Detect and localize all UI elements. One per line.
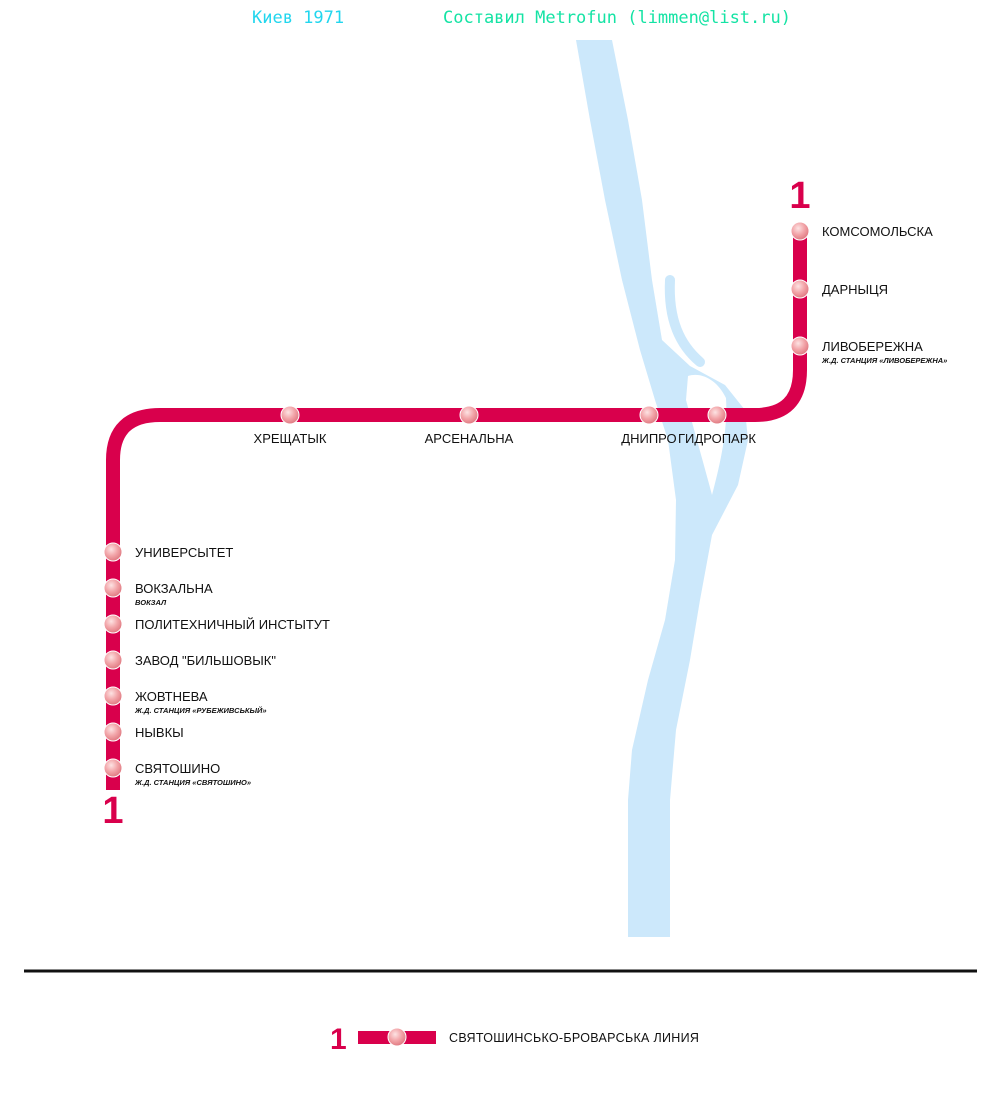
metro-line-1 [106, 225, 807, 790]
station-8[interactable]: УНИВЕРСЫТЕТ [103, 542, 233, 562]
station-1[interactable]: КОМСОМОЛЬСКА [790, 221, 933, 241]
legend-label: СВЯТОШИНСЬКО-БРОВАРСЬКА ЛИНИЯ [449, 1031, 699, 1045]
station-7[interactable]: ХРЕЩАТЫК [254, 405, 327, 446]
station-marker-icon[interactable] [103, 650, 123, 670]
station-marker-icon[interactable] [790, 279, 810, 299]
station-note: Ж.Д. СТАНЦИЯ «СВЯТОШИНО» [134, 778, 251, 787]
station-marker-icon[interactable] [280, 405, 300, 425]
station-marker-icon[interactable] [707, 405, 727, 425]
station-label: ЛИВОБЕРЕЖНА [822, 339, 923, 354]
station-label: УНИВЕРСЫТЕТ [135, 545, 233, 560]
station-label: ЗАВОД "БИЛЬШОВЫК" [135, 653, 276, 668]
station-marker-icon[interactable] [790, 221, 810, 241]
station-label: ЖОВТНЕВА [135, 689, 208, 704]
station-marker-icon[interactable] [639, 405, 659, 425]
station-label: НЫВКЫ [135, 725, 184, 740]
station-label: ВОКЗАЛЬНА [135, 581, 213, 596]
station-marker-icon[interactable] [103, 686, 123, 706]
map-credit: Составил Metrofun (limmen@list.ru) [443, 8, 791, 28]
station-note: ВОКЗАЛ [135, 598, 167, 607]
station-label: ХРЕЩАТЫК [254, 431, 327, 446]
station-4[interactable]: ГИДРОПАРК [678, 405, 756, 446]
station-12[interactable]: ЖОВТНЕВА Ж.Д. СТАНЦИЯ «РУБЕЖИВСЬКЫЙ» [103, 686, 267, 715]
station-5[interactable]: ДНИПРО [621, 405, 677, 446]
legend-line-number: 1 [330, 1023, 347, 1056]
station-label: АРСЕНАЛЬНА [425, 431, 514, 446]
station-14[interactable]: СВЯТОШИНО Ж.Д. СТАНЦИЯ «СВЯТОШИНО» [103, 758, 251, 787]
station-marker-icon[interactable] [103, 758, 123, 778]
station-11[interactable]: ЗАВОД "БИЛЬШОВЫК" [103, 650, 276, 670]
station-9[interactable]: ВОКЗАЛЬНА ВОКЗАЛ [103, 578, 213, 607]
legend-station-icon [387, 1027, 407, 1047]
station-label: КОМСОМОЛЬСКА [822, 224, 933, 239]
station-label: ДНИПРО [621, 431, 676, 446]
station-label: ПОЛИТЕХНИЧНЫЙ ИНСТЫТУТ [135, 617, 330, 632]
line-number-east: 1 [789, 175, 810, 217]
legend: 1 СВЯТОШИНСЬКО-БРОВАРСЬКА ЛИНИЯ [330, 1023, 699, 1056]
station-marker-icon[interactable] [103, 614, 123, 634]
station-marker-icon[interactable] [459, 405, 479, 425]
line-number-west: 1 [102, 790, 123, 832]
station-marker-icon[interactable] [103, 578, 123, 598]
station-marker-icon[interactable] [103, 722, 123, 742]
station-10[interactable]: ПОЛИТЕХНИЧНЫЙ ИНСТЫТУТ [103, 614, 330, 634]
station-note: Ж.Д. СТАНЦИЯ «РУБЕЖИВСЬКЫЙ» [134, 706, 267, 715]
station-label: СВЯТОШИНО [135, 761, 220, 776]
river-dnipro [576, 40, 748, 937]
map-title: Киев 1971 [252, 8, 344, 28]
station-marker-icon[interactable] [103, 542, 123, 562]
station-label: ДАРНЫЦЯ [822, 282, 888, 297]
station-6[interactable]: АРСЕНАЛЬНА [425, 405, 514, 446]
station-marker-icon[interactable] [790, 336, 810, 356]
station-13[interactable]: НЫВКЫ [103, 722, 184, 742]
station-2[interactable]: ДАРНЫЦЯ [790, 279, 888, 299]
station-3[interactable]: ЛИВОБЕРЕЖНА Ж.Д. СТАНЦИЯ «ЛИВОБЕРЕЖНА» [790, 336, 947, 365]
station-label: ГИДРОПАРК [678, 431, 756, 446]
station-note: Ж.Д. СТАНЦИЯ «ЛИВОБЕРЕЖНА» [821, 356, 947, 365]
